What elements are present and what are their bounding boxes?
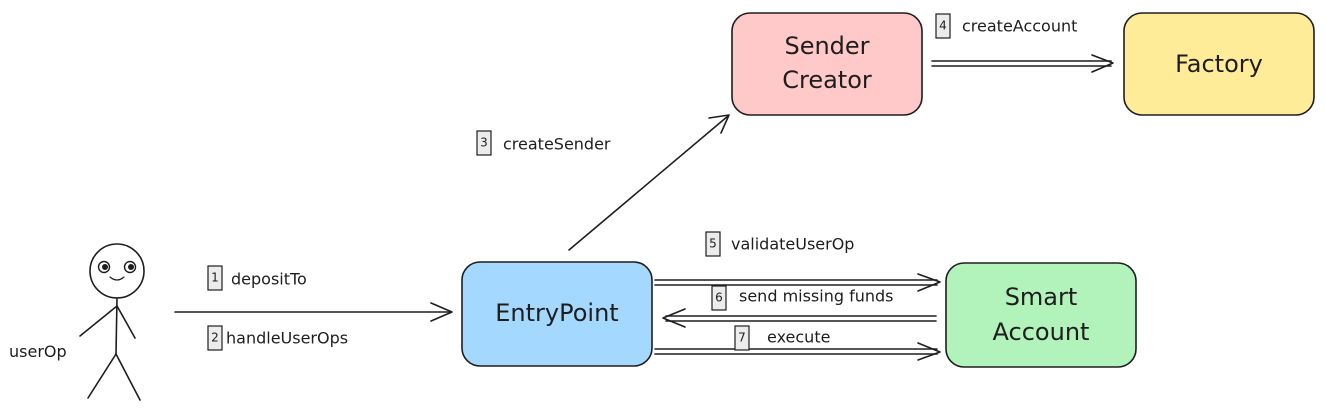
smart-account-box <box>945 262 1137 368</box>
step-3-badge <box>476 130 492 156</box>
step-4-number: 4 <box>939 19 947 33</box>
step-1-badge <box>207 265 223 291</box>
sender-creator-label-line2: Creator <box>782 66 872 94</box>
node-smart-account: Smart Account <box>945 262 1137 368</box>
sender-creator-box <box>731 12 923 116</box>
actor-label: userOp <box>9 342 67 361</box>
entry-point-label: EntryPoint <box>495 299 618 327</box>
entry-point-box <box>461 261 653 367</box>
step-2-number: 2 <box>211 331 219 345</box>
step-3-number: 3 <box>480 136 488 150</box>
step-1-label: depositTo <box>231 270 307 289</box>
node-sender-creator: Sender Creator <box>731 12 923 116</box>
arrow-send-missing-funds <box>662 308 937 328</box>
stick-figure-icon <box>79 243 145 401</box>
step-6-number: 6 <box>715 291 723 305</box>
step-4: 4 createAccount <box>935 13 1077 39</box>
factory-label: Factory <box>1175 50 1263 78</box>
step-6: 6 send missing funds <box>711 285 894 311</box>
step-7: 7 execute <box>734 325 830 351</box>
sender-creator-label-line1: Sender <box>784 32 869 60</box>
step-6-label: send missing funds <box>739 287 894 306</box>
step-1-number: 1 <box>211 271 219 285</box>
arrow-execute <box>654 342 941 361</box>
step-7-number: 7 <box>738 331 746 345</box>
arrow-user-to-entrypoint <box>174 302 453 322</box>
step-4-label: createAccount <box>962 17 1077 36</box>
step-2-badge <box>207 325 223 351</box>
step-1: 1 depositTo <box>207 265 307 291</box>
factory-box <box>1123 12 1315 116</box>
step-7-badge <box>734 325 750 351</box>
arrow-validate-userop <box>654 273 941 292</box>
step-2-label: handleUserOps <box>226 329 348 348</box>
step-4-badge <box>935 13 951 39</box>
step-5-number: 5 <box>709 237 717 251</box>
smart-account-label-line2: Account <box>993 318 1090 346</box>
arrow-sendercreator-to-factory <box>931 54 1114 73</box>
node-entry-point: EntryPoint <box>461 261 653 367</box>
step-5: 5 validateUserOp <box>705 231 854 257</box>
step-5-badge <box>705 231 721 257</box>
step-3: 3 createSender <box>476 130 611 156</box>
smart-account-label-line1: Smart <box>1005 283 1078 311</box>
arrow-entrypoint-to-sendercreator <box>568 114 730 251</box>
step-2: 2 handleUserOps <box>207 325 348 351</box>
step-6-badge <box>711 285 727 311</box>
step-7-label: execute <box>767 328 830 347</box>
step-3-label: createSender <box>503 135 611 154</box>
step-5-label: validateUserOp <box>731 235 854 254</box>
node-factory: Factory <box>1123 12 1315 116</box>
user-actor: userOp <box>9 243 145 401</box>
